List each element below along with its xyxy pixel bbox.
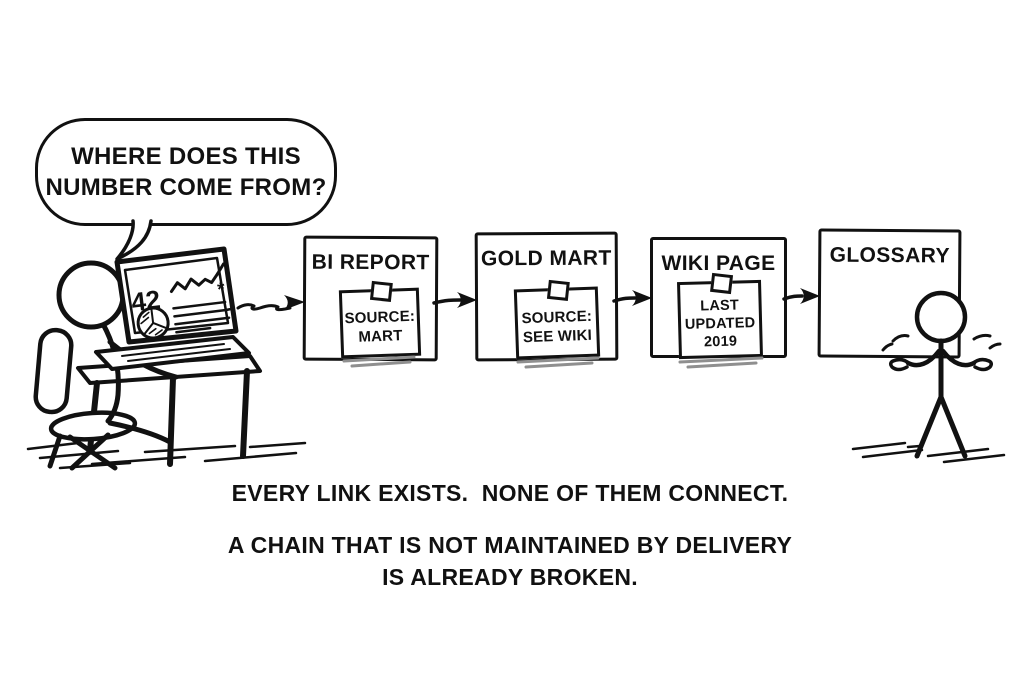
ground-hatching-left bbox=[26, 441, 307, 470]
office-chair bbox=[33, 327, 138, 471]
sticky-note-source-see-wiki: SOURCE: SEE WIKI bbox=[513, 279, 601, 360]
chain-box-glossary: GLOSSARY bbox=[817, 228, 962, 359]
shrug-marks-right bbox=[972, 333, 1002, 350]
left-hand bbox=[888, 357, 912, 372]
sparkline-asterisk: * bbox=[216, 279, 226, 301]
laptop-screen-content: 42 * bbox=[130, 262, 231, 340]
tape-icon bbox=[546, 279, 570, 301]
note-line: 2019 bbox=[703, 333, 738, 350]
note-line: SOURCE: bbox=[344, 307, 416, 328]
ground-hatching-right bbox=[851, 441, 1006, 464]
caption-line-1: EVERY LINK EXISTS. NONE OF THEM CONNECT. bbox=[231, 480, 789, 506]
note-line: SOURCE: bbox=[521, 307, 593, 328]
sticky-note-last-updated: LAST UPDATED 2019 bbox=[677, 272, 763, 360]
right-hand bbox=[970, 357, 994, 372]
speech-bubble: WHERE DOES THIS NUMBER COME FROM? bbox=[35, 118, 337, 226]
pie-chart bbox=[136, 306, 170, 340]
screen-number: 42 bbox=[130, 284, 162, 317]
sparkline-chart bbox=[169, 272, 220, 294]
box-label: GLOSSARY bbox=[829, 243, 950, 268]
note-line: UPDATED bbox=[684, 314, 756, 333]
tape-icon bbox=[710, 272, 734, 295]
arrow-wiki-to-glossary bbox=[782, 288, 820, 304]
caption-line-3: IS ALREADY BROKEN. bbox=[382, 564, 638, 590]
speech-bubble-line: NUMBER COME FROM? bbox=[45, 174, 327, 201]
screen-text-lines bbox=[172, 300, 231, 334]
sticky-note-source-mart: SOURCE: MART bbox=[338, 280, 422, 359]
note-line: SEE WIKI bbox=[522, 326, 593, 347]
table bbox=[76, 354, 262, 467]
arrow-mart-to-wiki bbox=[612, 290, 652, 306]
box-label: GOLD MART bbox=[480, 246, 612, 271]
arrow-report-to-mart bbox=[432, 292, 477, 308]
note-line: LAST bbox=[700, 297, 740, 315]
analyst-figure bbox=[56, 260, 179, 445]
box-label: WIKI PAGE bbox=[661, 252, 776, 275]
laptop: 42 * bbox=[94, 246, 251, 371]
speech-bubble-line: WHERE DOES THIS bbox=[71, 143, 301, 170]
arrow-laptop-to-report bbox=[224, 295, 305, 312]
caption-line-2: A CHAIN THAT IS NOT MAINTAINED BY DELIVE… bbox=[227, 532, 793, 558]
note-line: MART bbox=[358, 327, 403, 346]
tape-icon bbox=[369, 280, 393, 302]
box-label: BI REPORT bbox=[311, 250, 430, 275]
